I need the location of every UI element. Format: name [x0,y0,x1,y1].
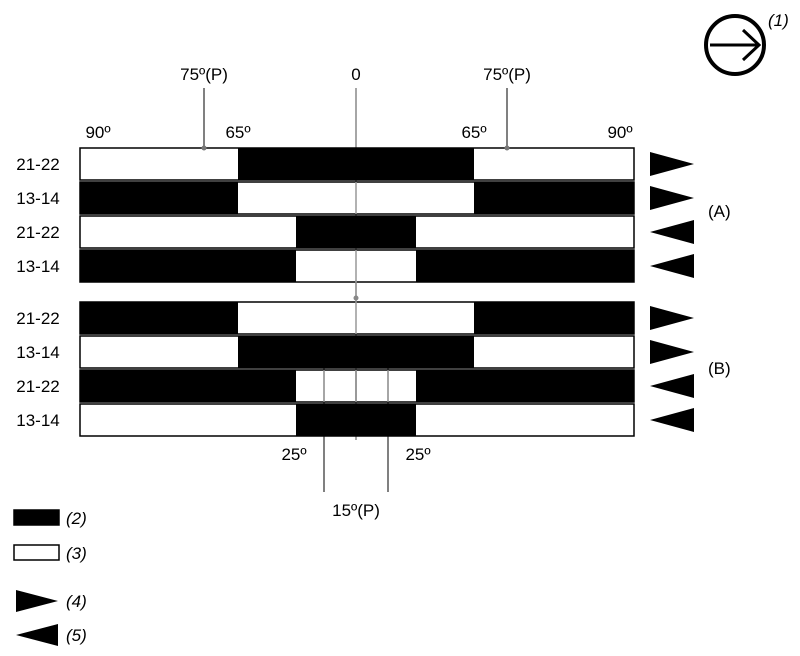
row-1-3-segment-1 [296,404,416,436]
row-1-1-right-arrow-icon [650,340,694,364]
row-1-0-label: 21-22 [16,309,59,328]
row-0-3-outline [79,249,635,283]
row-0-0-right-arrow-icon [650,152,694,176]
row-0-0-label: 21-22 [16,155,59,174]
left-75-intersection-dot [201,145,207,151]
row-1-3-outline [79,403,635,437]
bottom-15-label: 15º(P) [332,501,380,520]
row-1-3-label: 13-14 [16,411,59,430]
group-label-a: (A) [708,202,731,221]
group-gap-center-dot [353,295,359,301]
row-1-1-segment-0 [80,336,238,368]
top-left-65-label: 65º [225,123,250,142]
row-0-2-label: 21-22 [16,223,59,242]
legend-right-label: (4) [66,592,87,611]
row-0-0-outline [79,147,635,181]
row-0-2-outline [79,215,635,249]
row-0-2-segment-0 [80,216,296,248]
row-0-2-segment-1 [296,216,416,248]
top-right-90-label: 90º [607,123,632,142]
row-0-2-segment-2 [416,216,634,248]
legend-right-arrow-icon [16,590,58,612]
row-1-3-left-arrow-icon [650,408,694,432]
row-1-2-segment-2 [416,370,634,402]
legend-left-label: (5) [66,626,87,645]
row-1-1-segment-1 [238,336,474,368]
row-1-2-label: 21-22 [16,377,59,396]
row-0-0-segment-1 [238,148,474,180]
row-1-0-segment-2 [474,302,634,334]
top-right-65-label: 65º [461,123,486,142]
row-0-3-segment-2 [416,250,634,282]
row-0-0-segment-2 [474,148,634,180]
top-left-75-label: 75º(P) [180,65,228,84]
row-0-1-right-arrow-icon [650,186,694,210]
row-0-1-segment-2 [474,182,634,214]
rows-layer: 21-22 13-14 21-22 13-14 21-22 13-14 21-22 13-14 [16,145,694,437]
row-0-1-outline [79,181,635,215]
row-1-3-segment-0 [80,404,296,436]
row-1-0-outline [79,301,635,335]
row-1-2-outline [79,369,635,403]
row-1-1-segment-2 [474,336,634,368]
right-75-intersection-dot [504,145,510,151]
row-1-0-segment-0 [80,302,238,334]
row-1-0-right-arrow-icon [650,306,694,330]
legend-inactive-swatch [13,544,60,561]
row-0-1-label: 13-14 [16,189,59,208]
row-1-2-left-arrow-icon [650,374,694,398]
group-label-b: (B) [708,359,731,378]
top-left-90-label: 90º [85,123,110,142]
bottom-left-25-label: 25º [281,445,306,464]
legend-active-label: (2) [66,509,87,528]
callout-direction: (1) [768,11,789,30]
row-0-1-segment-0 [80,182,238,214]
row-1-2-segment-0 [80,370,296,402]
row-0-3-label: 13-14 [16,257,59,276]
row-0-3-segment-0 [80,250,296,282]
top-center-label: 0 [351,65,360,84]
legend-left-arrow-icon [16,624,58,646]
row-0-2-left-arrow-icon [650,220,694,244]
top-right-75-label: 75º(P) [483,65,531,84]
row-1-3-segment-2 [416,404,634,436]
legend-active-swatch [13,509,60,526]
bottom-right-25-label: 25º [405,445,430,464]
row-0-3-left-arrow-icon [650,254,694,278]
row-0-0-segment-0 [80,148,238,180]
legend-inactive-label: (3) [66,544,87,563]
row-1-1-outline [79,335,635,369]
row-1-1-label: 13-14 [16,343,59,362]
direction-arrow-icon [704,14,766,76]
